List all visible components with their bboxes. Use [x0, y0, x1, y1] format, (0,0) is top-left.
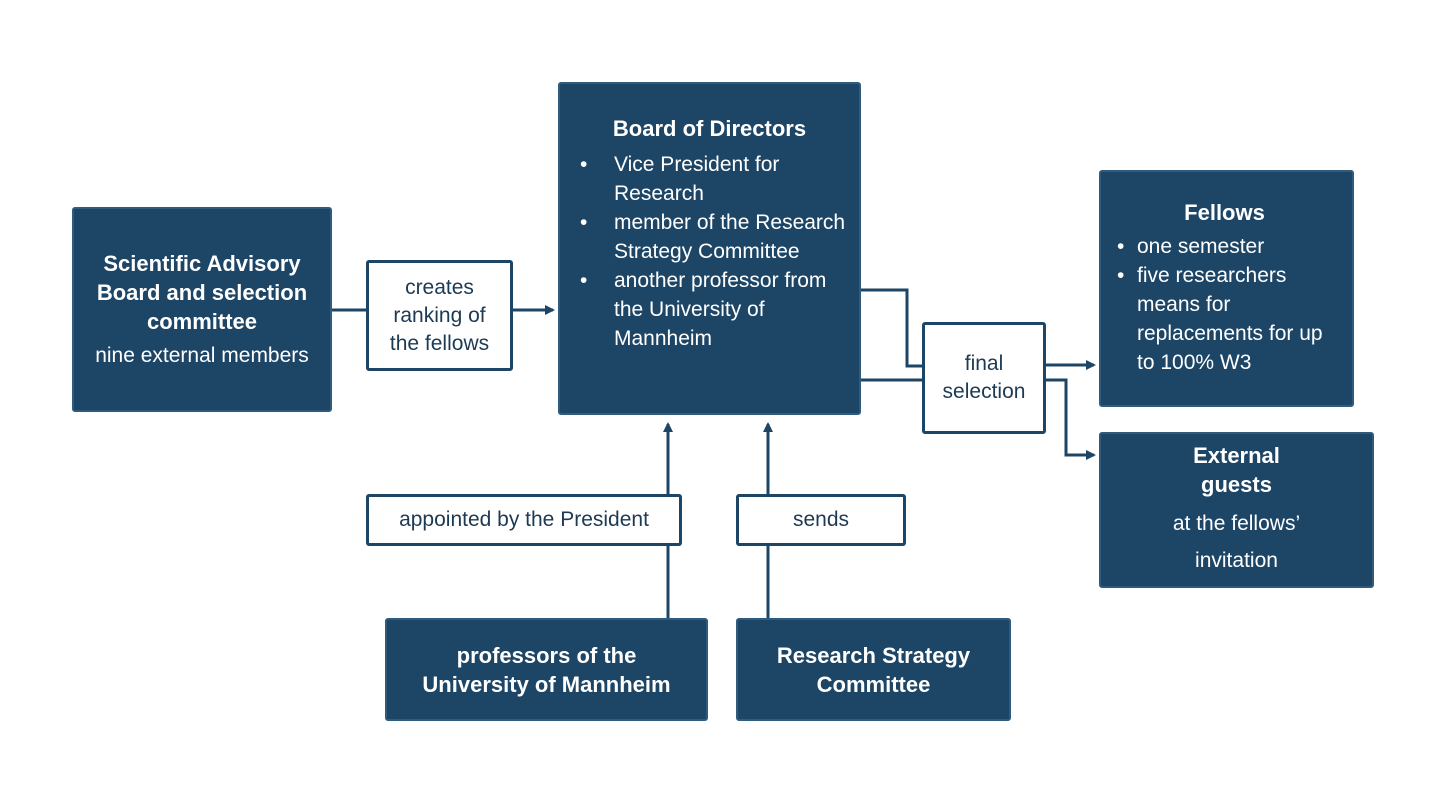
final-selection-text: final selection	[942, 352, 1026, 403]
fellows-item: five researchers means for replacements …	[1107, 261, 1342, 377]
scientific-advisory-board-box: Scientific Advisory Board and selection …	[72, 207, 332, 412]
external-guests-box: External guests at the fellows’ invitati…	[1099, 432, 1374, 588]
scientific-advisory-board-subtitle: nine external members	[95, 344, 309, 367]
professors-title: professors of the University of Mannheim	[422, 642, 671, 697]
research-strategy-committee-title: Research Strategy Committee	[776, 642, 971, 697]
appointed-by-label: appointed by the President	[366, 494, 682, 546]
external-guests-title: External guests	[1193, 443, 1280, 497]
creates-ranking-text: creates ranking of the fellows	[389, 275, 490, 355]
fellows-list: one semester five researchers means for …	[1107, 232, 1342, 377]
connector-board-to-final-upper	[860, 288, 923, 368]
creates-ranking-label: creates ranking of the fellows	[366, 260, 513, 371]
research-strategy-committee-box: Research Strategy Committee	[736, 618, 1011, 721]
arrow-final-to-external-guests	[1045, 378, 1096, 460]
professors-box: professors of the University of Mannheim	[385, 618, 708, 721]
sends-text: sends	[792, 508, 850, 531]
appointed-by-text: appointed by the President	[399, 508, 649, 531]
board-of-directors-box: Board of Directors Vice President for Re…	[558, 82, 861, 415]
fellows-box: Fellows one semester five researchers me…	[1099, 170, 1354, 407]
fellows-item: one semester	[1107, 232, 1342, 261]
external-guests-subtitle: at the fellows’ invitation	[1172, 512, 1301, 572]
sends-label: sends	[736, 494, 906, 546]
board-of-directors-item: member of the Research Strategy Committe…	[570, 208, 849, 266]
board-of-directors-title: Board of Directors	[612, 116, 807, 141]
board-of-directors-list: Vice President for Research member of th…	[570, 150, 849, 353]
board-of-directors-item: Vice President for Research	[570, 150, 849, 208]
final-selection-label: final selection	[922, 322, 1046, 434]
scientific-advisory-board-title: Scientific Advisory Board and selection …	[96, 251, 308, 334]
board-of-directors-item: another professor from the University of…	[570, 266, 849, 353]
fellows-title: Fellows	[1184, 200, 1265, 225]
